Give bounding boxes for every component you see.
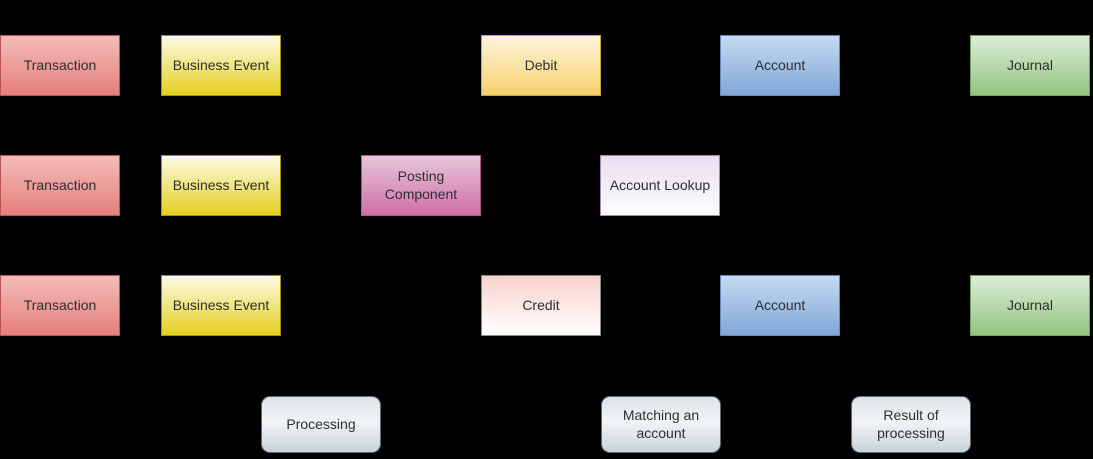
node-business-event-row1: Business Event: [161, 35, 281, 96]
node-business-event-row3: Business Event: [161, 275, 281, 336]
node-journal-row3: Journal: [970, 275, 1090, 336]
lane-result-of-processing: Result of processing: [851, 396, 971, 453]
lane-matching-an-account: Matching an account: [601, 396, 721, 453]
node-debit: Debit: [481, 35, 601, 96]
node-business-event-row2: Business Event: [161, 155, 281, 216]
lane-processing: Processing: [261, 396, 381, 453]
node-account-lookup: Account Lookup: [600, 155, 720, 216]
node-account-row3: Account: [720, 275, 840, 336]
node-credit: Credit: [481, 275, 601, 336]
node-transaction-row3: Transaction: [0, 275, 120, 336]
node-journal-row1: Journal: [970, 35, 1090, 96]
node-transaction-row2: Transaction: [0, 155, 120, 216]
node-transaction-row1: Transaction: [0, 35, 120, 96]
node-posting-component: Posting Component: [361, 155, 481, 216]
node-account-row1: Account: [720, 35, 840, 96]
